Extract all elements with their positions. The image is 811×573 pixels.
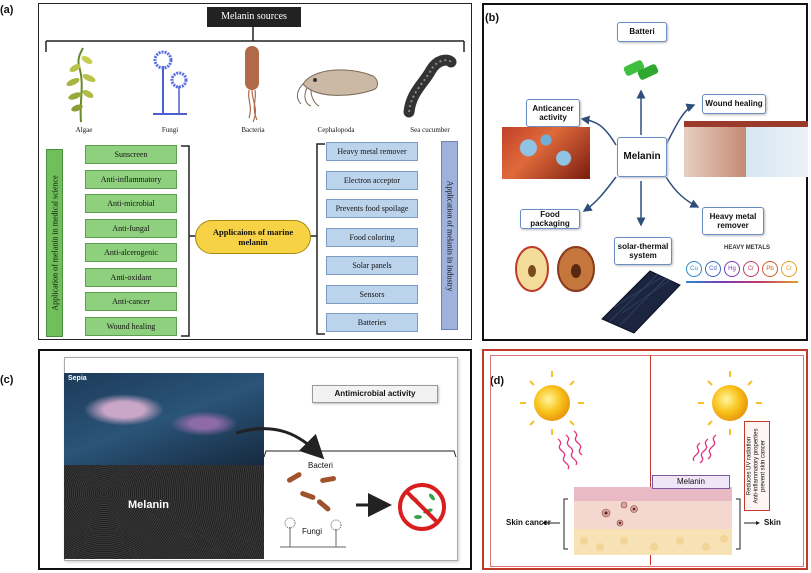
center-applications-node: Applicaions of marine melanin bbox=[195, 220, 311, 254]
heavy-metals-title: HEAVY METALS bbox=[724, 245, 771, 251]
panel-c: Sepia Melanin Antimicrobial activity bbox=[38, 349, 472, 570]
source-label-sea-cucumber: Sea cucumber bbox=[410, 126, 450, 134]
medical-header-bar: Application of melanin in medical scienc… bbox=[46, 149, 63, 337]
industry-item: Food coloring bbox=[326, 227, 418, 247]
source-label-cephalopoda: Cephalopoda bbox=[317, 126, 355, 134]
medical-item: Anti-inflammatory bbox=[85, 169, 177, 189]
center-applications-text: Applicaions of marine melanin bbox=[212, 226, 294, 247]
metal-ion-icon: Cr bbox=[743, 261, 759, 277]
medical-item: Wound healing bbox=[85, 316, 177, 336]
node-food-text: Food packaging bbox=[530, 209, 570, 228]
skin-cancer-label: Skin cancer bbox=[506, 518, 551, 527]
source-label-algae: Algae bbox=[75, 126, 93, 134]
node-batteri-text: Batteri bbox=[629, 27, 655, 37]
metal-ion-icon: Cr bbox=[781, 261, 797, 277]
melanin-layer-label: Melanin bbox=[652, 475, 730, 489]
node-wound-text: Wound healing bbox=[705, 99, 763, 109]
industry-item: Heavy metal remover bbox=[326, 142, 418, 161]
panel-d-inner bbox=[490, 355, 804, 567]
medical-item: Anti-alcerogenic bbox=[85, 243, 177, 262]
melanin-arrows bbox=[580, 89, 700, 227]
melanin-center-text: Melanin bbox=[623, 151, 661, 163]
cephalopoda-icon bbox=[296, 69, 378, 107]
panel-a-label: (a) bbox=[0, 4, 14, 16]
bacteria-icon bbox=[245, 46, 259, 123]
industry-header-bar: Application of melanin in industry bbox=[441, 141, 458, 330]
bacteri-label: Bacteri bbox=[308, 461, 333, 470]
effect-line: Anti-inflammatory properties bbox=[753, 428, 760, 504]
fungi-label: Fungi bbox=[302, 527, 323, 536]
metal-ion-icon: Pb bbox=[762, 261, 778, 277]
apple-icon bbox=[515, 246, 595, 292]
metal-ion-icon: Cd bbox=[705, 261, 721, 277]
node-heavy-metal: Heavy metal remover bbox=[702, 207, 764, 235]
sepia-label: Sepia bbox=[68, 375, 87, 382]
node-solar-thermal: solar-thermal system bbox=[614, 237, 672, 265]
effect-line: Reduces UV radiation bbox=[746, 436, 753, 496]
sources-bracket bbox=[45, 27, 465, 52]
industry-item: Batteries bbox=[326, 313, 418, 332]
application-brackets bbox=[181, 143, 325, 337]
melanin-powder-label: Melanin bbox=[128, 499, 169, 511]
medical-item: Sunscreen bbox=[85, 145, 177, 164]
sea-cucumber-icon bbox=[403, 54, 457, 118]
panel-d-divider bbox=[650, 355, 651, 565]
cancer-cells-image bbox=[502, 127, 590, 179]
node-solar-text: solar-thermal system bbox=[617, 241, 669, 260]
fungi-icon bbox=[153, 50, 188, 115]
node-wound-healing: Wound healing bbox=[702, 94, 766, 114]
antimicrobial-arrows bbox=[235, 427, 457, 548]
sepia-image bbox=[64, 373, 264, 465]
node-food-packaging: Food packaging bbox=[520, 209, 580, 229]
medical-item: Anti-microbial bbox=[85, 194, 177, 213]
node-anticancer: Anticancer activity bbox=[526, 99, 580, 127]
metal-ion-icon: Hg bbox=[724, 261, 740, 277]
battery-icon bbox=[623, 60, 659, 80]
medical-item: Anti-cancer bbox=[85, 292, 177, 311]
industry-item: Sensors bbox=[326, 284, 418, 304]
melanin-sources-title: Melanin sources bbox=[207, 7, 301, 27]
industry-item: Electron acceptor bbox=[326, 170, 418, 190]
source-label-fungi: Fungi bbox=[161, 126, 179, 134]
skin-label: Skin bbox=[764, 518, 781, 527]
source-label-bacteria: Bacteria bbox=[241, 126, 265, 134]
metals-baseline bbox=[686, 281, 798, 283]
industry-item: Solar panels bbox=[326, 256, 418, 275]
antimicrobial-title: Antimicrobial activity bbox=[312, 385, 438, 403]
algae-icon bbox=[66, 47, 96, 123]
industry-item: Prevents food spoilage bbox=[326, 199, 418, 218]
node-batteri: Batteri bbox=[617, 22, 667, 42]
node-heavy-text: Heavy metal remover bbox=[709, 211, 757, 230]
node-anticancer-text: Anticancer activity bbox=[532, 103, 574, 122]
panel-a: Melanin sources Algae bbox=[38, 3, 472, 340]
effect-line: prevent skin cancer bbox=[760, 439, 767, 493]
panel-b-label: (b) bbox=[485, 12, 500, 24]
panel-b: Melanin Batteri Anticancer activity Woun… bbox=[482, 3, 808, 341]
wound-healing-image bbox=[684, 121, 808, 177]
panel-c-label: (c) bbox=[0, 374, 14, 386]
medical-item: Anti-fungal bbox=[85, 218, 177, 238]
solar-panel-icon bbox=[601, 270, 681, 334]
melanin-powder-image bbox=[64, 465, 264, 559]
medical-item: Anti-oxidant bbox=[85, 267, 177, 287]
panel-d-label: (d) bbox=[490, 375, 505, 387]
sun-icons bbox=[520, 371, 762, 555]
metal-ion-icon: Cu bbox=[686, 261, 702, 277]
melanin-center-node: Melanin bbox=[617, 137, 667, 177]
